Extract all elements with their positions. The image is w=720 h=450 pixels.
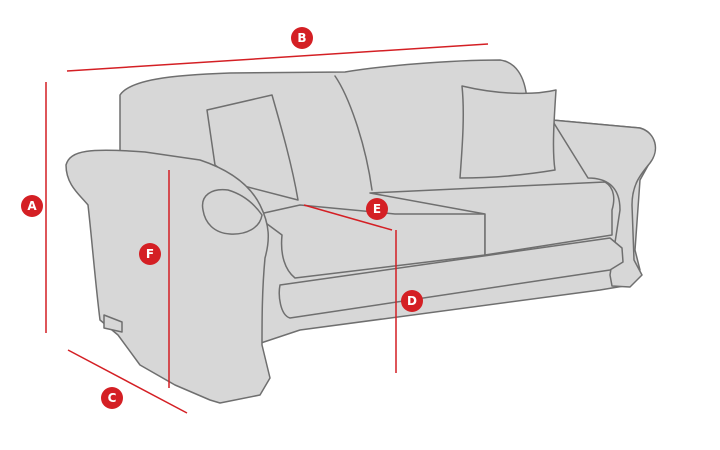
right-arm	[551, 119, 657, 288]
arm-scroll	[201, 188, 263, 235]
left-leg	[103, 314, 123, 333]
dimension-line-b	[66, 43, 489, 72]
dimension-line-e	[303, 204, 393, 231]
dimension-line-c	[67, 349, 188, 414]
seat-cushion-right	[369, 181, 615, 256]
marker-a: A	[21, 195, 43, 217]
marker-f: F	[139, 243, 161, 265]
back-cushion-seam	[334, 75, 373, 191]
marker-b: B	[291, 27, 313, 49]
marker-d: D	[401, 290, 423, 312]
front-rail	[278, 237, 624, 319]
seat-cushion-left	[254, 204, 486, 279]
marker-e: E	[366, 198, 388, 220]
marker-c: C	[101, 387, 123, 409]
back-pillow-right	[459, 85, 557, 179]
